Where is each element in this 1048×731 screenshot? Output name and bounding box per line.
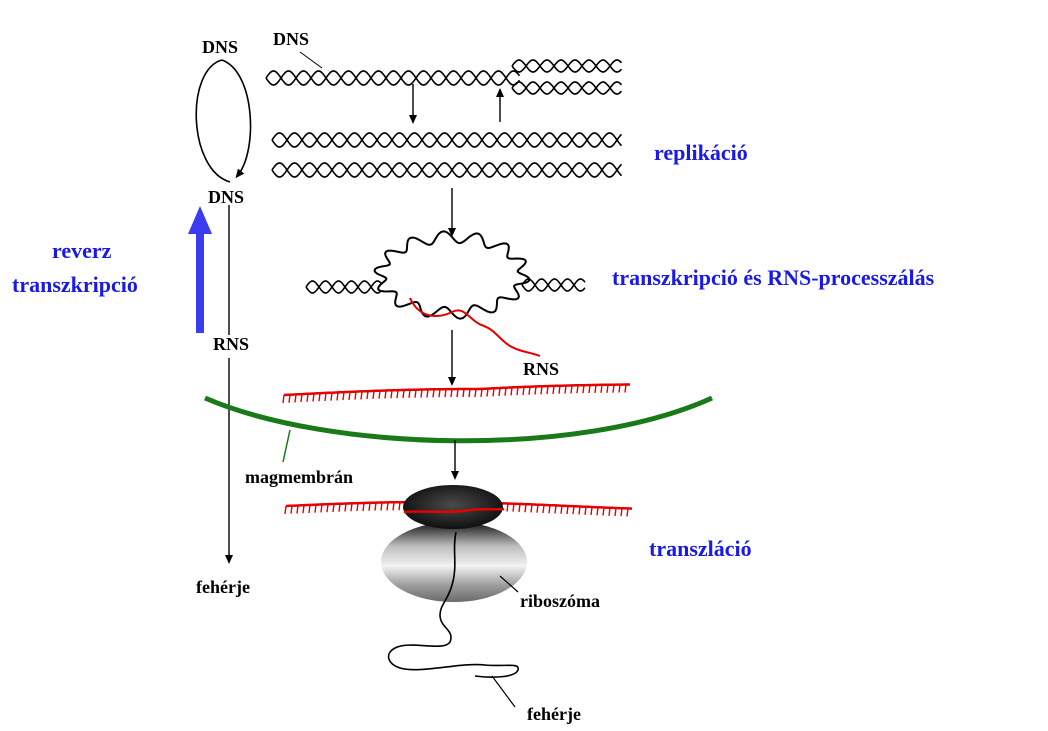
dna-replication-loop [195,59,231,183]
bubble-right-helix-a [521,278,586,292]
ribosome-leader-line [499,575,519,593]
daughter-dna-helix-1-b [271,132,623,148]
dns-strand-leader [299,51,323,69]
ribosome-small-subunit [403,485,503,529]
bubble-left-helix-a [305,280,382,294]
reverse-transcription-arrow-head [188,206,212,234]
mrna-in-nucleus [282,383,630,404]
nuclear-membrane-label: magmembrán [245,467,353,487]
daughter-dna-helix-2-a [271,162,623,178]
membrane-leader-line [282,429,291,463]
bubble-right-helix-b [521,278,586,292]
protein-leader-line [491,675,516,708]
nuclear-mrna-bases [282,384,627,404]
protein-left-label: fehérje [196,577,250,597]
bubble-left-helix-b [305,280,382,294]
parent-dna-helix-a [265,70,521,86]
dna-strands [265,59,623,178]
bubble-loop [373,230,531,320]
reverse-transcription-label-line2: transzkripció [12,272,138,297]
daughter-dna-helix-2-b [271,162,623,178]
dns-strand-label: DNS [273,29,309,49]
rns-left-label: RNS [213,334,249,354]
fork-upper-helix-a [511,59,623,73]
daughter-dna-helix-1-a [271,132,623,148]
fork-lower-helix-b [511,81,623,95]
dna-replication-loop-right [221,59,252,179]
polypeptide-chain [387,531,519,678]
rns-transcript-label: RNS [523,359,559,379]
dns-loop-label: DNS [208,187,244,207]
nuclear-membrane [204,395,714,444]
fork-lower-helix-a [511,81,623,95]
ribosome-label: riboszóma [520,591,600,611]
fork-upper-helix-b [511,59,623,73]
dns-top-left-label: DNS [202,37,238,57]
nascent-rna-strand [409,297,541,357]
mrna-on-ribosome [403,507,505,514]
transcription-label: transzkripció és RNS-processzálás [612,265,935,290]
parent-dna-helix-b [265,70,521,86]
transcription-bubble [305,230,586,320]
nuclear-mrna-backbone [283,383,630,397]
replication-label: replikáció [654,140,748,165]
translation-label: transzláció [649,536,752,561]
protein-bottom-label: fehérje [527,704,581,724]
reverse-transcription-label-line1: reverz [52,238,112,263]
